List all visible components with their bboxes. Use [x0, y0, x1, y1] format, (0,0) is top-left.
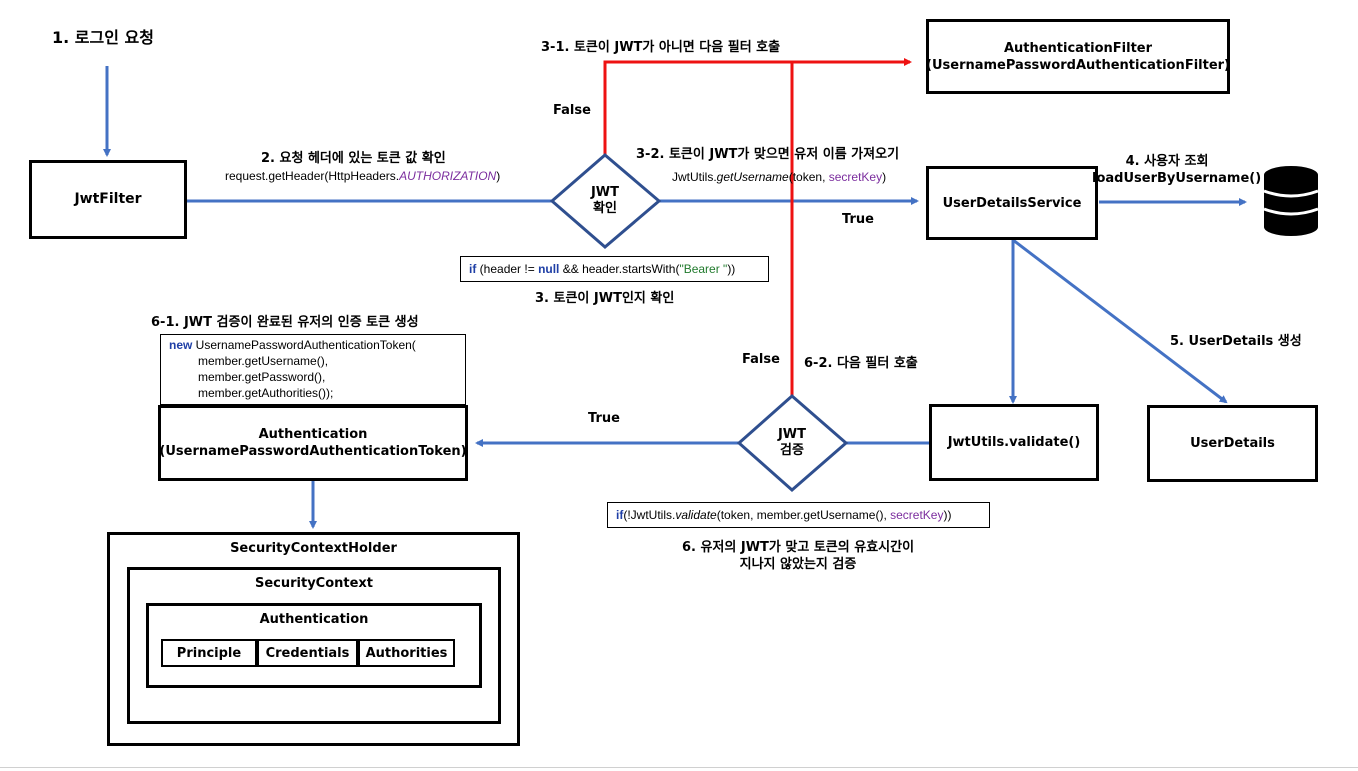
principle-cell: Principle: [161, 639, 257, 667]
authentication-inner-label: Authentication: [259, 612, 369, 627]
get-username-code: JwtUtils.getUsername(token, secretKey): [672, 170, 887, 184]
get-header-code: request.getHeader(HttpHeaders.AUTHORIZAT…: [225, 169, 501, 183]
step3-2-label: 3-2. 토큰이 JWT가 맞으면 유저 이름 가져오기: [636, 147, 900, 162]
true-mid-label: True: [842, 212, 874, 227]
bearer-check-code: if (header != null && header.startsWith(…: [460, 256, 769, 282]
diamond-jwt-verify: [736, 394, 849, 492]
credentials-cell: Credentials: [257, 639, 358, 667]
step6-1-label: 6-1. JWT 검증이 완료된 유저의 인증 토큰 생성: [151, 315, 419, 330]
authentication-token-box: Authentication(UsernamePasswordAuthentic…: [158, 405, 468, 481]
step3-label: 3. 토큰이 JWT인지 확인: [535, 291, 675, 306]
diamond-jwt-check: [549, 153, 662, 249]
database-icon: [1263, 165, 1319, 237]
step1-label: 1. 로그인 요청: [52, 28, 154, 47]
jwt-filter-label: JwtFilter: [74, 191, 142, 207]
false-top-label: False: [553, 103, 591, 118]
jwt-validate-box: JwtUtils.validate(): [929, 404, 1099, 481]
security-context-holder-label: SecurityContextHolder: [230, 541, 397, 556]
step3-1-label: 3-1. 토큰이 JWT가 아니면 다음 필터 호출: [541, 40, 781, 55]
user-details-box: UserDetails: [1147, 405, 1318, 482]
arrow-diamond-false-to-authfilter: [603, 58, 912, 155]
user-details-service-box: UserDetailsService: [926, 166, 1098, 240]
step5-label: 5. UserDetails 생성: [1170, 334, 1302, 349]
step2-label: 2. 요청 헤더에 있는 토큰 값 확인: [261, 151, 446, 166]
jwt-filter-box: JwtFilter: [29, 160, 187, 239]
step6-2-label: 6-2. 다음 필터 호출: [804, 356, 918, 371]
authentication-inner-box: Authentication Principle Credentials Aut…: [146, 603, 482, 688]
new-token-code: new UsernamePasswordAuthenticationToken(…: [160, 334, 466, 405]
security-context-holder-box: SecurityContextHolder SecurityContext Au…: [107, 532, 520, 746]
authentication-filter-box: AuthenticationFilter(UsernamePasswordAut…: [926, 19, 1230, 94]
validate-code: if(!JwtUtils.validate(token, member.getU…: [607, 502, 990, 528]
arrow-service-to-userdetails: [1012, 238, 1228, 404]
true-bottom-label: True: [588, 411, 620, 426]
security-context-label: SecurityContext: [254, 576, 374, 591]
bottom-divider: [0, 767, 1358, 768]
security-context-box: SecurityContext Authentication Principle…: [127, 567, 501, 724]
false-mid-label: False: [742, 352, 780, 367]
authorities-cell: Authorities: [358, 639, 455, 667]
